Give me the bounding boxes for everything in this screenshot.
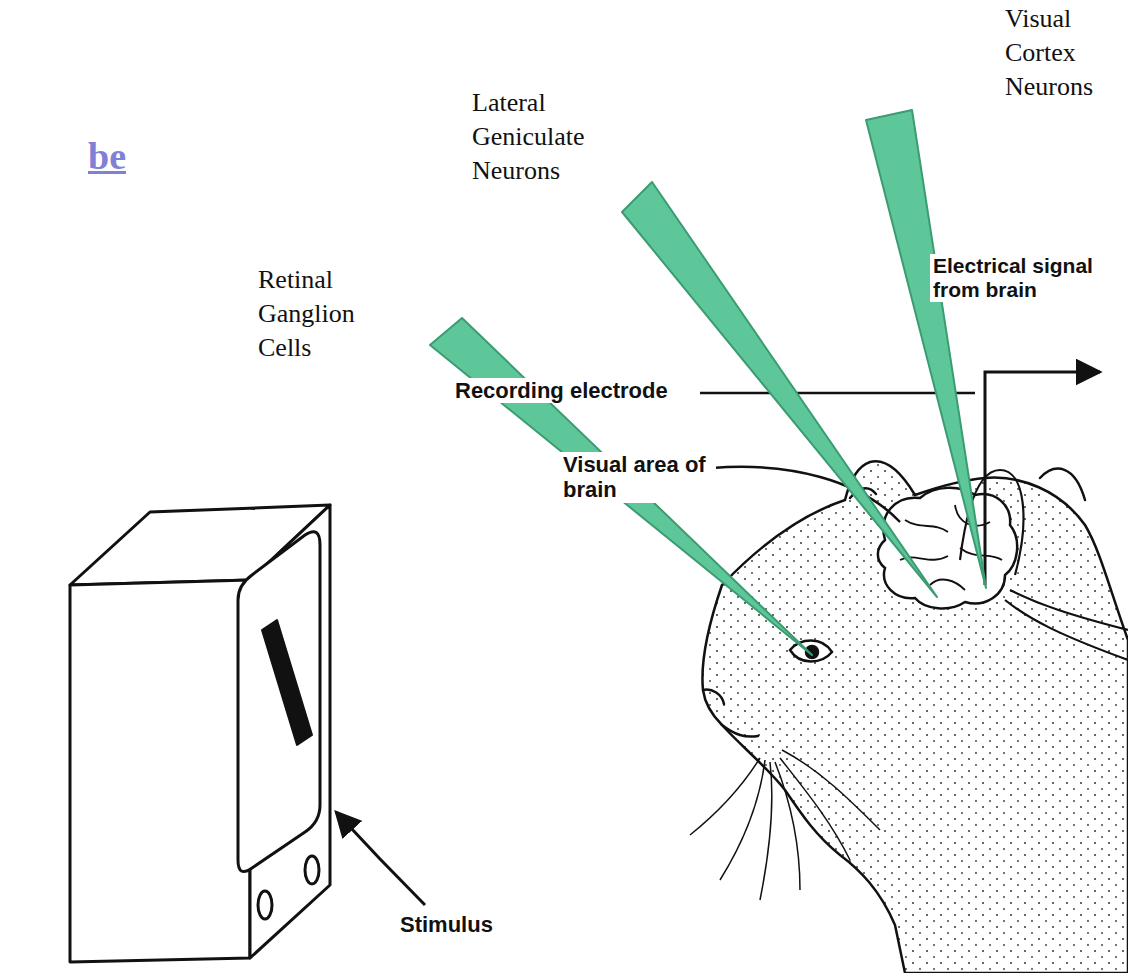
stimulus-arrow (336, 812, 425, 905)
label-text: Recording electrode (452, 378, 671, 403)
label-text: Lateral Geniculate Neurons (472, 86, 604, 187)
label-text: Electrical signal from brain (930, 254, 1124, 302)
recording-electrode (960, 372, 1128, 660)
label-text: Visual area of brain (560, 452, 716, 503)
label-text: Stimulus (400, 912, 493, 937)
stimulus-monitor (70, 505, 330, 962)
label-text: Retinal Ganglion Cells (258, 263, 370, 364)
cat-whiskers (690, 750, 880, 900)
cat-head (702, 461, 1128, 973)
link-text: be (88, 136, 126, 178)
leader-line (700, 392, 975, 395)
recording-probe (430, 110, 986, 655)
label-text: Visual Cortex Neurons (1005, 2, 1123, 103)
